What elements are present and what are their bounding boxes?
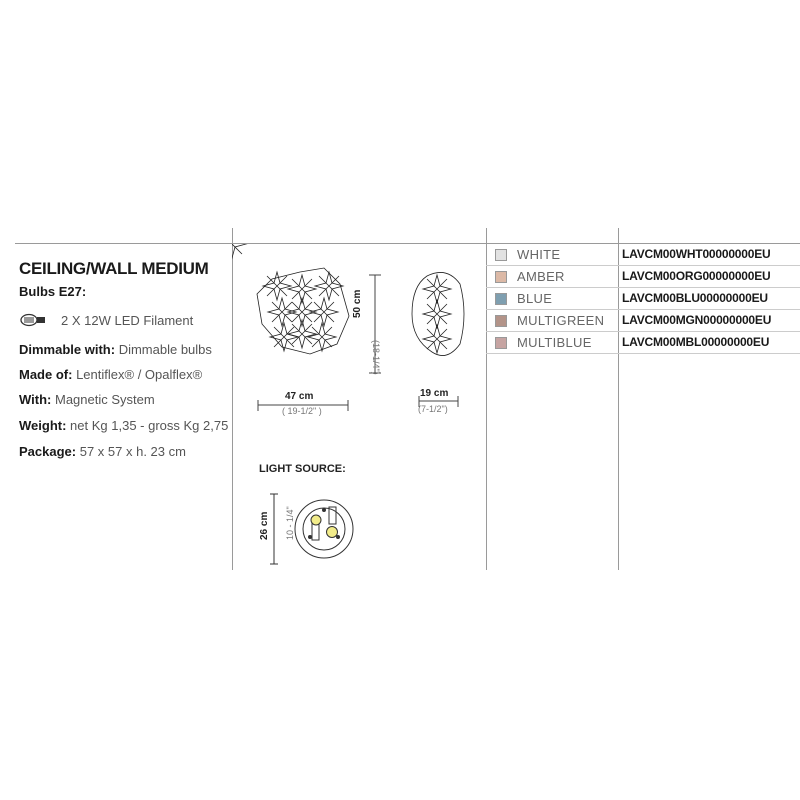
color-row-blue: BLUE LAVCM00BLU00000000EU bbox=[486, 288, 800, 310]
color-swatch bbox=[495, 249, 507, 261]
light-source-drawing bbox=[270, 493, 354, 565]
light-source-label: LIGHT SOURCE: bbox=[259, 463, 346, 475]
product-title: CEILING/WALL MEDIUM bbox=[19, 259, 209, 278]
width-dimension bbox=[257, 396, 459, 411]
lamp-front-view-drawing bbox=[232, 244, 350, 355]
height-inches: (18-1/4") bbox=[371, 340, 381, 375]
color-swatch bbox=[495, 271, 507, 283]
light-source-inches: 10 - 1/4" bbox=[285, 506, 295, 540]
color-row-amber: AMBER LAVCM00ORG00000000EU bbox=[486, 266, 800, 288]
height-dimension bbox=[369, 274, 381, 374]
bulb-icon bbox=[19, 313, 47, 332]
height-cm: 50 cm bbox=[352, 289, 363, 318]
column-divider bbox=[618, 228, 619, 570]
table-top-divider bbox=[15, 243, 800, 244]
depth-inches: (7-1/2") bbox=[418, 404, 448, 414]
color-swatch bbox=[495, 293, 507, 305]
color-row-multigreen: MULTIGREEN LAVCM00MGN00000000EU bbox=[486, 310, 800, 332]
spec-dimmable: Dimmable with: Dimmable bulbs bbox=[19, 342, 212, 357]
width-inches: ( 19-1/2" ) bbox=[282, 406, 322, 416]
width-cm: 47 cm bbox=[285, 391, 314, 402]
bulb-description: 2 X 12W LED Filament bbox=[61, 313, 194, 328]
column-divider bbox=[232, 228, 233, 570]
color-swatch bbox=[495, 315, 507, 327]
spec-with: With: Magnetic System bbox=[19, 392, 155, 407]
bulbs-label: Bulbs E27: bbox=[19, 284, 87, 299]
lamp-side-view-drawing bbox=[411, 272, 465, 356]
spec-weight: Weight: net Kg 1,35 - gross Kg 2,75 bbox=[19, 418, 229, 433]
column-divider bbox=[486, 228, 487, 570]
color-row-multiblue: MULTIBLUE LAVCM00MBL00000000EU bbox=[486, 332, 800, 354]
spec-material: Made of: Lentiflex® / Opalflex® bbox=[19, 367, 203, 382]
light-source-cm: 26 cm bbox=[259, 511, 270, 540]
lamp-drawings bbox=[232, 244, 465, 565]
depth-cm: 19 cm bbox=[420, 388, 449, 399]
color-swatch bbox=[495, 337, 507, 349]
spec-package: Package: 57 x 57 x h. 23 cm bbox=[19, 444, 186, 459]
color-row-white: WHITE LAVCM00WHT00000000EU bbox=[486, 244, 800, 266]
